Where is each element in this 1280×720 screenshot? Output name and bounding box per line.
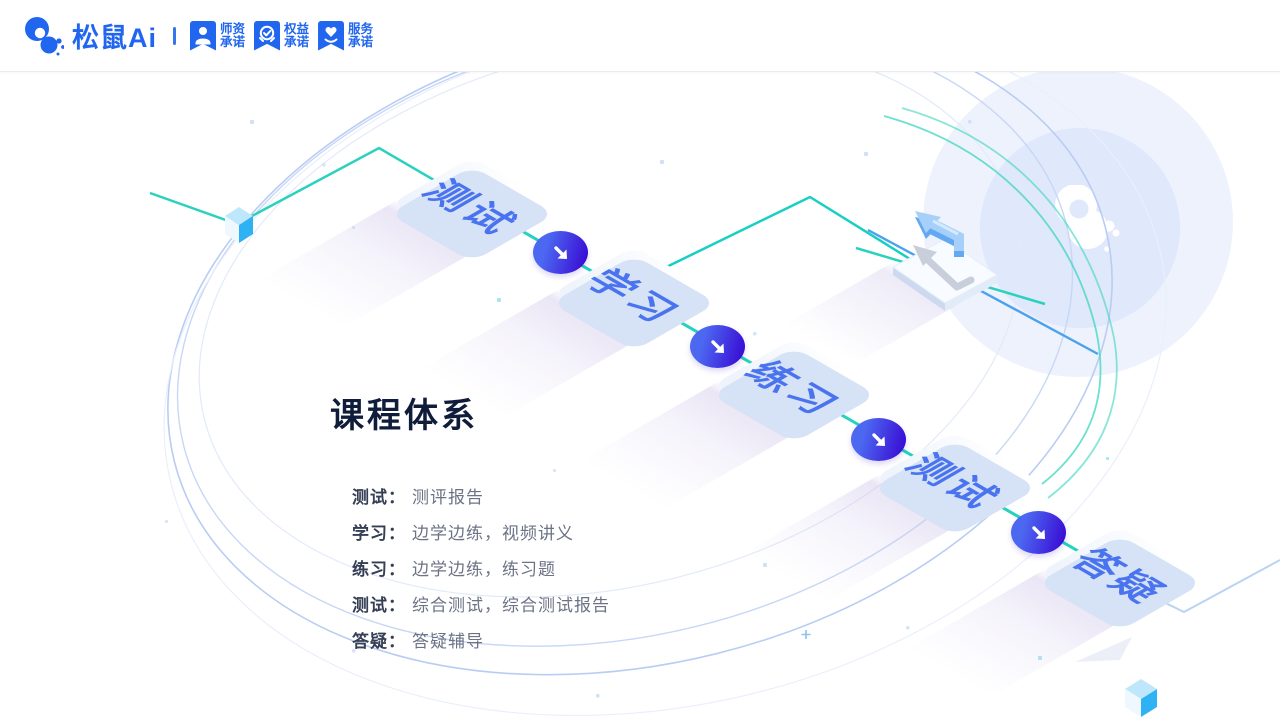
legend-label: 测试： <box>352 487 406 507</box>
flow-step-label: 测试 <box>896 449 1011 515</box>
service-badge-icon <box>318 20 345 51</box>
flow-arrow-icon <box>851 418 906 461</box>
badge-label: 服务 <box>348 21 374 36</box>
badge-label: 承诺 <box>348 34 374 49</box>
flow-step-card-4: 测试 <box>871 431 1039 527</box>
legend-item: 测试： 综合测试，综合测试报告 <box>352 585 610 621</box>
title-block: 课程体系 <box>330 388 478 437</box>
rights-badge-icon <box>254 20 281 51</box>
flow-step-label: 练习 <box>735 356 850 422</box>
flow-arrow-icon <box>690 325 745 368</box>
flow-step-card-1: 测试 <box>388 157 556 253</box>
legend-desc: 综合测试，综合测试报告 <box>412 595 610 615</box>
badge-label: 承诺 <box>284 34 310 49</box>
brand-separator <box>173 26 176 45</box>
flow-step-card-3: 练习 <box>710 338 878 434</box>
badge-teacher-promise[interactable]: 师资 承诺 <box>190 20 246 51</box>
badge-label: 师资 <box>220 21 246 36</box>
legend-item: 答疑： 答疑辅导 <box>352 621 610 657</box>
legend-desc: 边学边练，练习题 <box>412 559 556 579</box>
brand[interactable]: 松鼠Ai <box>22 13 157 59</box>
legend-label: 学习： <box>352 523 406 543</box>
badge-label: 权益 <box>284 21 310 36</box>
squirrel-logo-icon <box>25 16 64 55</box>
flow-step-label: 答疑 <box>1061 544 1176 610</box>
legend-desc: 测评报告 <box>412 487 484 507</box>
promise-badges: 师资 承诺 权益 承诺 服务 承诺 <box>190 20 374 51</box>
flow-step-label: 测试 <box>413 175 528 241</box>
squirrel-watermark-icon <box>1055 185 1120 252</box>
flow-step-label: 学习 <box>575 264 690 330</box>
badge-label: 承诺 <box>220 34 246 49</box>
legend-desc: 答疑辅导 <box>412 631 484 651</box>
legend-label: 测试： <box>352 595 406 615</box>
flow-step-card-2: 学习 <box>550 246 718 342</box>
legend: 测试： 测评报告 学习： 边学边练，视频讲义 练习： 边学边练，练习题 测试： … <box>352 477 610 657</box>
badge-rights-promise[interactable]: 权益 承诺 <box>254 20 310 51</box>
flow-arrow-icon <box>533 231 588 274</box>
header: 松鼠Ai 师资 承诺 权益 承诺 服务 <box>0 0 1280 72</box>
legend-item: 学习： 边学边练，视频讲义 <box>352 513 610 549</box>
legend-item: 测试： 测评报告 <box>352 477 610 513</box>
cube-decoration <box>1125 679 1157 717</box>
flow-arrow-icon <box>1011 511 1066 554</box>
legend-label: 答疑： <box>352 631 406 651</box>
teacher-badge-icon <box>190 20 216 51</box>
cube-decoration <box>225 207 253 243</box>
legend-label: 练习： <box>352 559 406 579</box>
brand-name: 松鼠Ai <box>72 23 157 53</box>
legend-desc: 边学边练，视频讲义 <box>412 523 574 543</box>
badge-service-promise[interactable]: 服务 承诺 <box>318 20 374 51</box>
legend-item: 练习： 边学边练，练习题 <box>352 549 610 585</box>
page-title: 课程体系 <box>330 397 478 435</box>
flow-step-card-5: 答疑 <box>1036 526 1204 622</box>
